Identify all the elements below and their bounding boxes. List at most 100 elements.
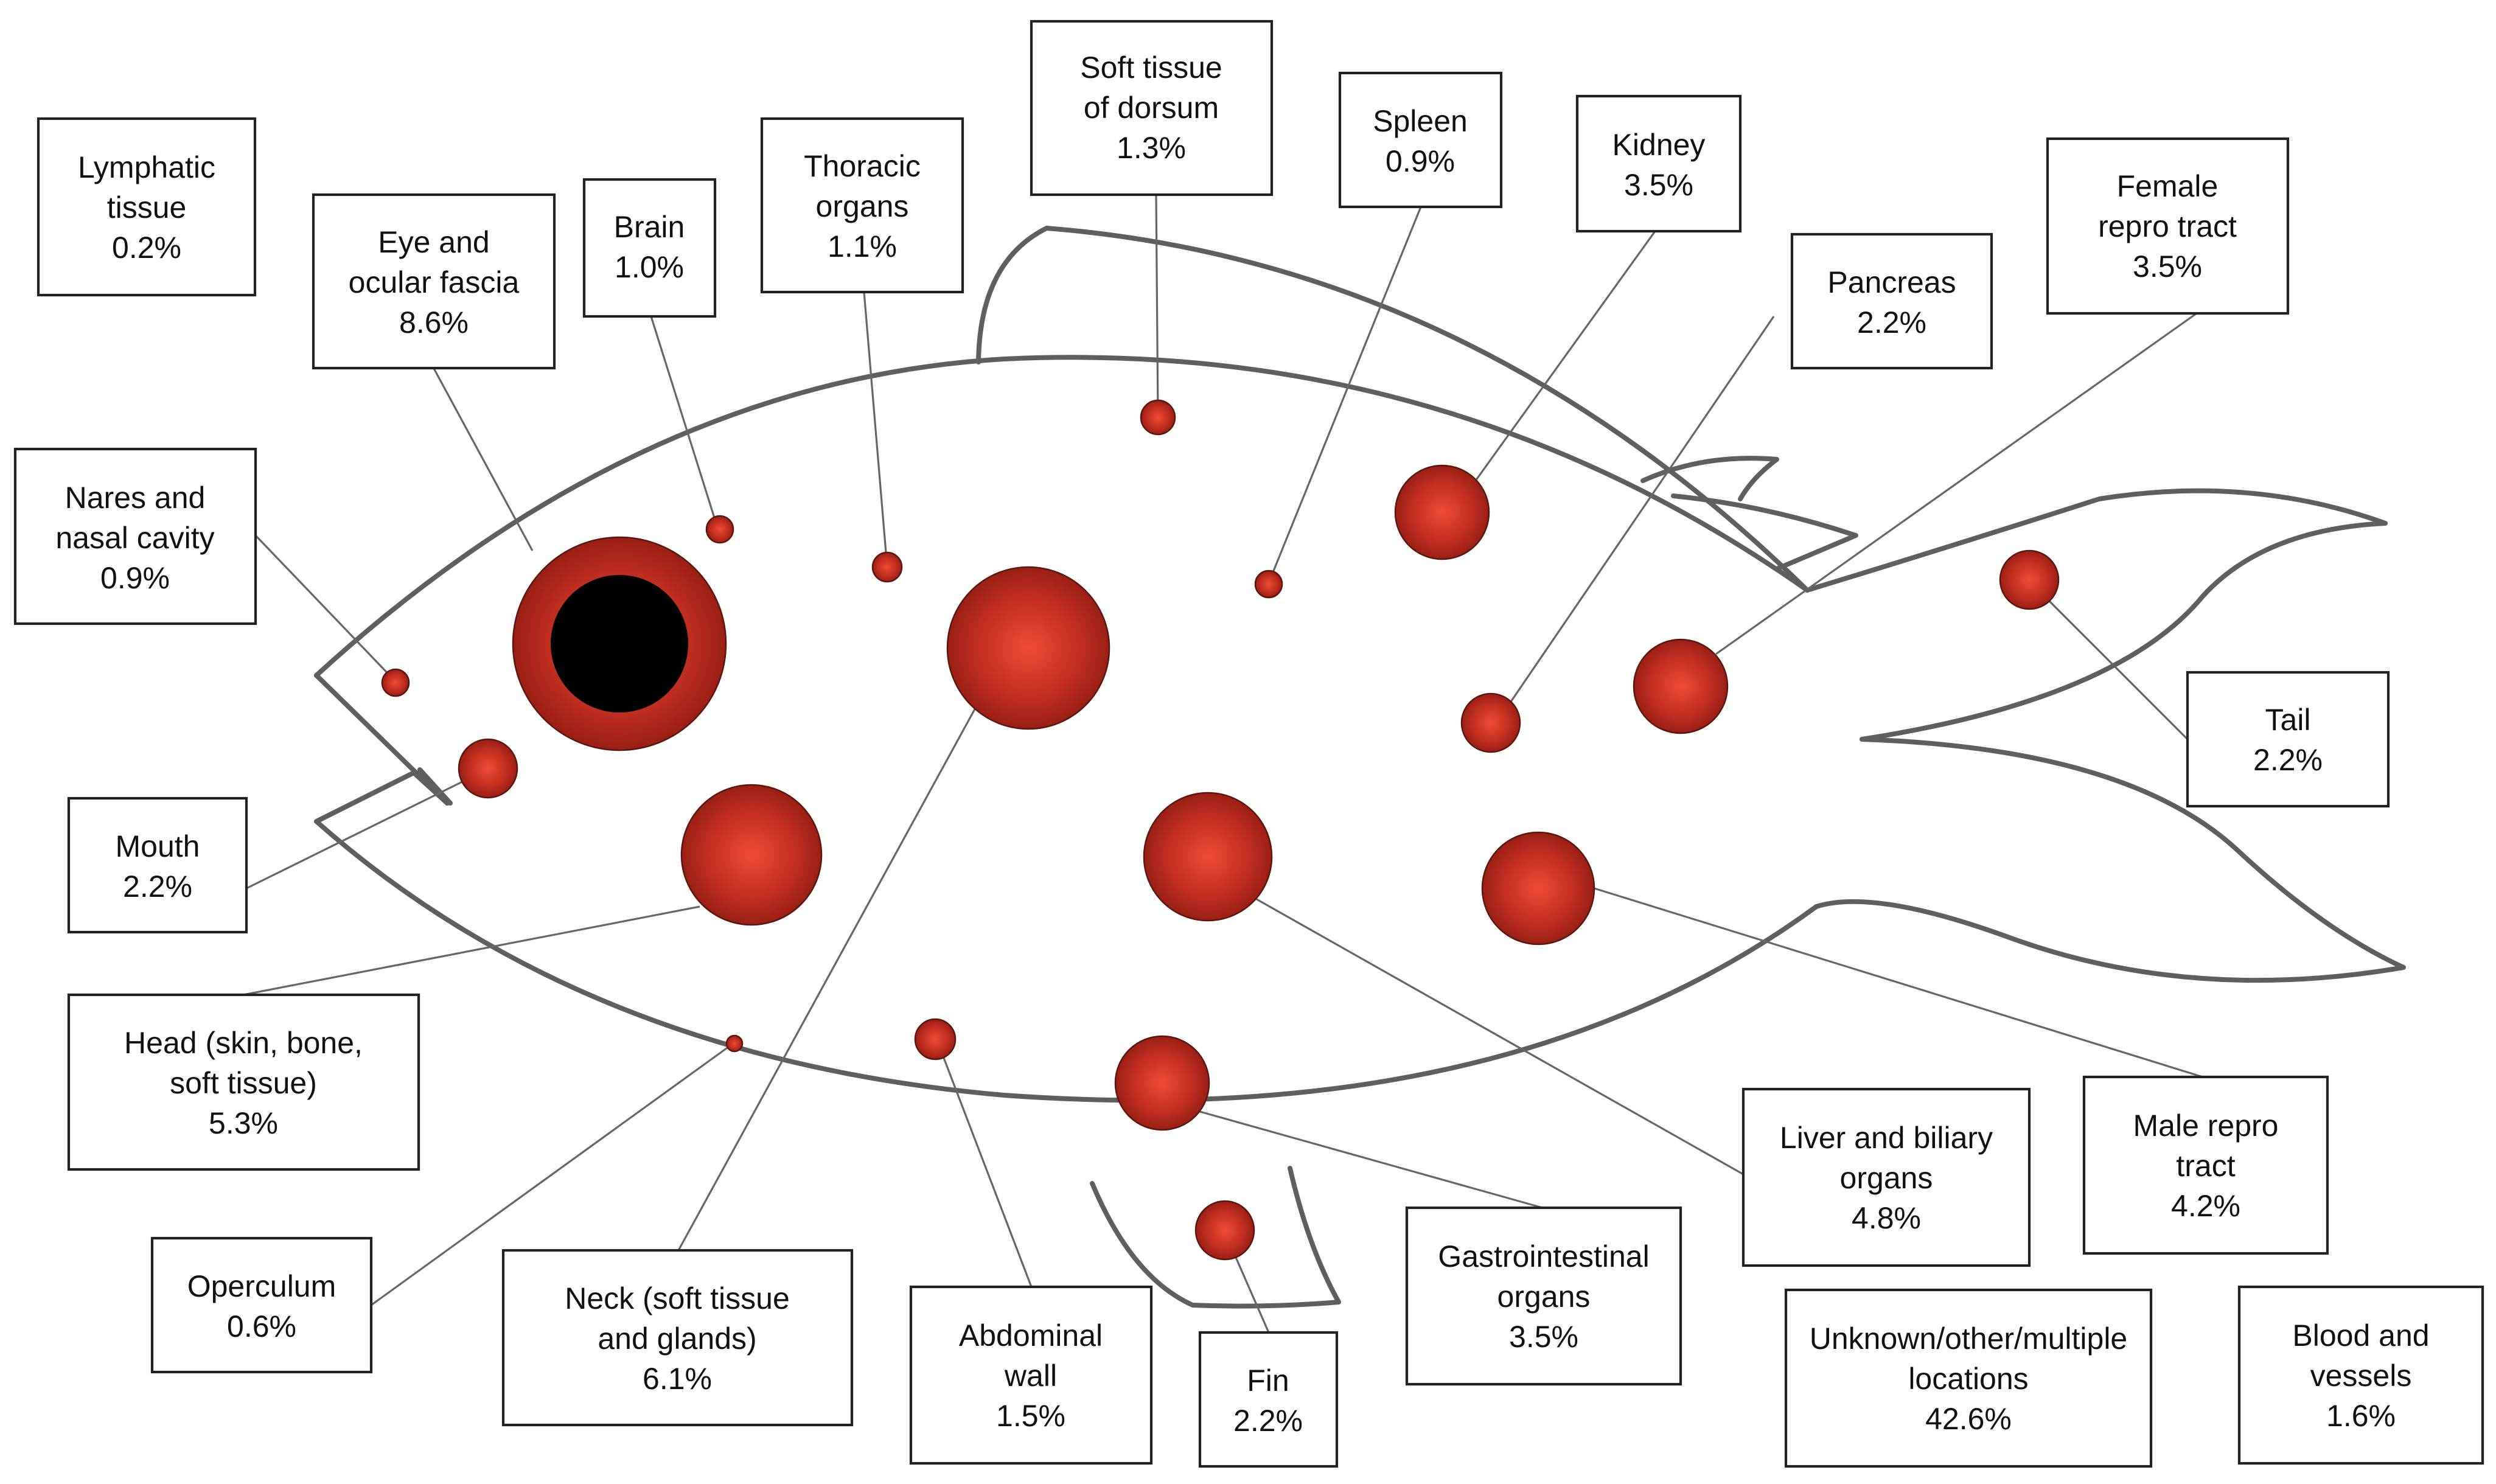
label-text: Mouth (116, 829, 200, 863)
marker-liver (1143, 792, 1273, 922)
marker-eye-pupil (551, 575, 688, 712)
label-text: Eye and (378, 225, 489, 259)
label-kidney: Kidney 3.5% (1575, 94, 1742, 233)
label-text: of dorsum (1084, 91, 1219, 125)
marker-dorsum (1140, 399, 1176, 436)
marker-fin (1194, 1200, 1255, 1261)
label-mouth: Mouth 2.2% (67, 796, 248, 934)
fish-lower-body (314, 819, 1819, 1103)
label-text: Blood and (2292, 1319, 2429, 1353)
leader-lines (243, 194, 2203, 1333)
fish-top-fin (1640, 456, 1779, 501)
leader-thoracic (863, 291, 888, 568)
fish-mouth-lower (411, 770, 450, 806)
location-markers (381, 399, 2060, 1261)
label-percentage: 4.8% (1852, 1201, 1921, 1235)
marker-tail (1999, 549, 2060, 610)
marker-female (1633, 638, 1729, 734)
label-text: wall (1004, 1359, 1057, 1393)
leader-brain (650, 316, 719, 530)
label-text: Fin (1247, 1364, 1289, 1398)
label-percentage: 1.5% (996, 1399, 1065, 1433)
leader-gi (1195, 1109, 1543, 1209)
label-text: Thoracic (804, 149, 921, 183)
label-brain: Brain 1.0% (582, 178, 717, 318)
label-percentage: 1.6% (2326, 1399, 2396, 1433)
label-spleen: Spleen 0.9% (1338, 71, 1503, 209)
marker-gi (1114, 1035, 1210, 1131)
fish-tail-lower-lobe (1814, 737, 2406, 983)
marker-brain (705, 515, 734, 544)
label-text: repro tract (2098, 209, 2237, 243)
label-text: Female (2117, 169, 2219, 203)
label-text: Pancreas (1827, 265, 1956, 299)
marker-kidney (1394, 464, 1490, 560)
leader-abdominal (936, 1040, 1033, 1287)
label-percentage: 42.6% (1925, 1402, 2012, 1436)
label-text: Kidney (1612, 128, 1706, 162)
leader-dorsum (1155, 194, 1159, 417)
leader-tail (2028, 580, 2189, 740)
leader-eye (431, 364, 534, 551)
label-percentage: 0.9% (1386, 144, 1455, 178)
label-text: ocular fascia (349, 265, 520, 299)
fish-mouth-upper (314, 770, 416, 824)
label-percentage: 0.2% (112, 231, 181, 265)
leader-liver (1253, 896, 1744, 1176)
label-percentage: 4.2% (2171, 1189, 2240, 1223)
leader-operculum (371, 1042, 734, 1306)
label-text: Brain (614, 210, 685, 244)
label-percentage: 5.3% (209, 1106, 278, 1140)
label-text: vessels (2310, 1359, 2412, 1393)
label-text: and glands) (598, 1322, 756, 1356)
leader-spleen (1267, 206, 1422, 583)
marker-pancreas (1460, 692, 1521, 753)
label-percentage: 1.0% (615, 250, 684, 284)
fish-outline (314, 226, 2406, 1309)
marker-spleen (1254, 570, 1283, 599)
label-text: Spleen (1373, 104, 1468, 138)
leader-neck (677, 705, 978, 1251)
fish-upper-spine (1671, 493, 1858, 571)
label-text: Nares and (65, 481, 206, 515)
label-text: nasal cavity (55, 521, 214, 555)
marker-male (1481, 831, 1595, 946)
label-text: organs (1840, 1161, 1933, 1195)
leader-male (1594, 887, 2203, 1078)
svg-text:Head (skin, bone,soft tissue)5: Head (skin, bone,soft tissue)5.3% (124, 1026, 363, 1140)
marker-abdominal (914, 1018, 957, 1061)
marker-thoracic (871, 551, 903, 583)
label-percentage: 2.2% (123, 869, 192, 904)
label-text: Head (skin, bone, (124, 1026, 363, 1060)
label-percentage: 3.5% (1624, 168, 1693, 202)
